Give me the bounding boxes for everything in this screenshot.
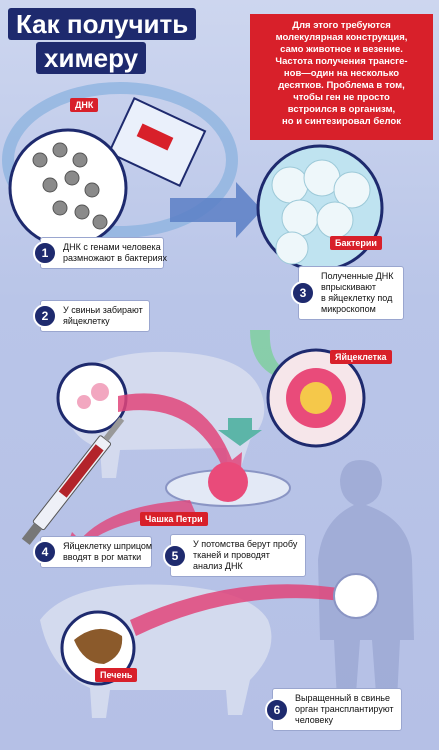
bacteria-cells — [271, 159, 371, 265]
step-text: Полученные ДНК — [321, 271, 394, 281]
label-bacteria: Бактерии — [330, 236, 382, 250]
arrow-down — [218, 418, 262, 446]
step-text: человеку — [295, 715, 333, 725]
ovary-egg — [91, 383, 109, 401]
step-4: 4 Яйцеклетку шприцом вводят в рог матки — [33, 536, 153, 568]
title-line-1: Как получить — [8, 8, 197, 40]
arrow-transplant — [130, 578, 376, 636]
step-text: У свиньи забирают — [63, 305, 143, 315]
step-number: 2 — [33, 304, 57, 328]
step-text: вводят в рог матки — [63, 552, 142, 562]
intro-line: Для этого требуются — [292, 20, 391, 31]
label-petri: Чашка Петри — [140, 512, 208, 526]
step-text: ДНК с генами человека — [63, 242, 161, 252]
step-number: 3 — [291, 281, 315, 305]
step-text: микроскопом — [321, 304, 376, 314]
dna-circle — [8, 128, 128, 248]
step-1: 1 ДНК с генами человека размножают в бак… — [33, 237, 168, 269]
step-2: 2 У свиньи забирают яйцеклетку — [33, 300, 150, 332]
title: Как получить химеру — [8, 8, 228, 78]
arrow-to-bacteria — [170, 182, 262, 238]
petri-egg — [208, 462, 248, 502]
step-text: Яйцеклетку шприцом — [63, 541, 153, 551]
step-number: 5 — [163, 543, 187, 568]
label-egg: Яйцеклетка — [330, 350, 392, 364]
gene-insert — [136, 123, 174, 151]
step-text: в яйцеклетку под — [321, 293, 393, 303]
step-number: 6 — [265, 697, 289, 722]
step-text: орган трансплантируют — [295, 704, 394, 714]
step-6: 6 Выращенный в свинье орган трансплантир… — [265, 688, 402, 731]
intro-line: но и синтезировал белок — [282, 116, 401, 127]
step-text: У потомства берут пробу — [193, 539, 298, 549]
liver-icon — [74, 628, 123, 664]
organ-target — [333, 573, 379, 619]
step-number: 1 — [33, 241, 57, 265]
syringe — [21, 417, 125, 545]
step-text: впрыскивают — [321, 282, 376, 292]
step-text: анализ ДНК — [193, 561, 243, 571]
intro-line: Частота получения трансге- — [275, 56, 408, 67]
step-number: 4 — [33, 540, 57, 564]
intro-line: молекулярная конструкция, — [275, 32, 408, 43]
intro-line: чтобы ген не просто — [293, 92, 390, 103]
step-text: размножают в бактериях — [63, 253, 168, 263]
title-line-2: химеру — [36, 42, 147, 74]
label-dna: ДНК — [70, 98, 99, 112]
step-5: 5 У потомства берут пробу тканей и прово… — [163, 534, 306, 577]
step-text: яйцеклетку — [63, 316, 110, 326]
step-text: тканей и проводят — [193, 550, 270, 560]
dna-helix — [32, 142, 108, 230]
intro-box: Для этого требуются молекулярная констру… — [250, 14, 433, 140]
step-3: 3 Полученные ДНК впрыскивают в яйцеклетк… — [291, 266, 404, 320]
intro-line: встроился в организм, — [287, 104, 396, 115]
intro-line: нов—один на несколько — [283, 68, 400, 79]
egg-nucleus — [300, 382, 332, 414]
intro-line: само животное и везение. — [280, 44, 403, 55]
step-text: Выращенный в свинье — [295, 693, 390, 703]
plasmid-ring — [2, 82, 238, 238]
intro-line: десятков. Проблема в том, — [278, 80, 405, 91]
label-liver: Печень — [95, 668, 138, 682]
